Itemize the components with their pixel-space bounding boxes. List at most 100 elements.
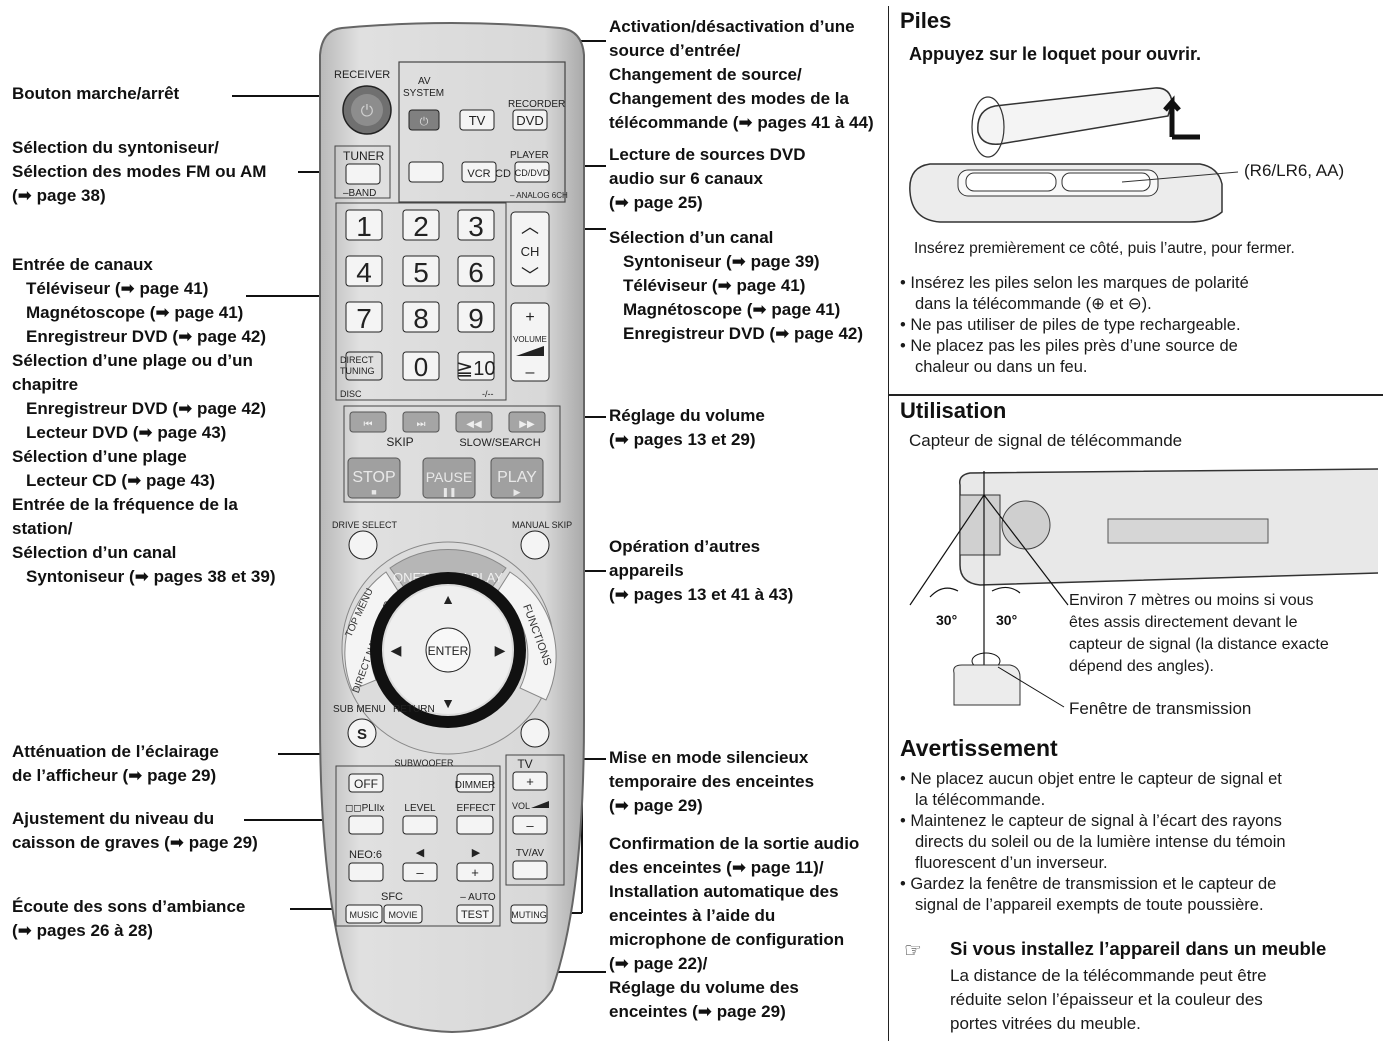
skip-back-button[interactable]: [349, 411, 387, 433]
digit-9-text: 9: [468, 303, 484, 334]
ch-text: CH: [521, 244, 540, 259]
level-button[interactable]: [402, 815, 438, 835]
muting-button[interactable]: [510, 904, 548, 924]
ge10-text: ≧10: [456, 358, 495, 380]
av-system-power-button[interactable]: [408, 109, 440, 131]
dvd-source-button[interactable]: [512, 109, 548, 131]
skip-forward-icon: ⏭: [417, 419, 426, 430]
play-button[interactable]: [490, 457, 544, 499]
blank-source-button[interactable]: [408, 161, 444, 183]
digit-8-button[interactable]: [402, 301, 440, 333]
direct-tuning-button[interactable]: [345, 351, 383, 381]
label-test: Confirmation de la sortie audio des ence…: [609, 832, 859, 1024]
label-line: Téléviseur (➡ page 41): [26, 279, 209, 298]
digit-3-button[interactable]: [457, 209, 495, 241]
digit-9-button[interactable]: [457, 301, 495, 333]
off-button[interactable]: [348, 773, 384, 793]
minus-text: –: [526, 818, 534, 833]
movie-button[interactable]: [383, 904, 423, 924]
band-text: –BAND: [343, 188, 376, 199]
test-button[interactable]: [456, 904, 494, 924]
digit-4-button[interactable]: [345, 255, 383, 287]
minus-text: –: [416, 865, 424, 880]
enter-button[interactable]: [425, 627, 471, 673]
pause-text: PAUSE: [426, 469, 472, 485]
label-line: microphone de configuration: [609, 930, 845, 949]
pl2x-text: ◻◻PLIIx: [345, 803, 384, 814]
nav-ring[interactable]: [370, 572, 526, 728]
drive-select-button[interactable]: [348, 530, 378, 560]
digit-8-text: 8: [413, 303, 429, 334]
slow-forward-button[interactable]: [508, 411, 546, 433]
return-button[interactable]: [520, 718, 550, 748]
dash-text: -/--: [482, 389, 494, 399]
dimmer-text: DIMMER: [455, 780, 496, 791]
dimmer-button[interactable]: [456, 773, 494, 793]
callout-line: [1121, 171, 1239, 183]
label-line: Changement de source/: [609, 65, 802, 84]
range-line: Environ 7 mètres ou moins si vous: [1069, 592, 1314, 609]
label-line: Enregistreur DVD (➡ page 42): [26, 399, 267, 418]
bullet-line: • Maintenez le capteur de signal à l’éca…: [900, 812, 1282, 830]
angle-line: [983, 494, 1069, 606]
digit-7-text: 7: [356, 303, 372, 334]
arrow-up-icon[interactable]: ▲: [441, 591, 455, 607]
warning-bullets: • Ne placez aucun objet entre le capteur…: [900, 769, 1380, 916]
digit-7-button[interactable]: [345, 301, 383, 333]
arrow-down-icon[interactable]: ▼: [441, 695, 455, 711]
vcr-source-button[interactable]: [461, 161, 497, 183]
battery-caption: Insérez premièrement ce côté, puis l’aut…: [914, 240, 1295, 257]
label-line: chapitre: [12, 375, 79, 394]
digit-2-button[interactable]: [402, 209, 440, 241]
skip-forward-button[interactable]: [402, 411, 440, 433]
avertissement-title: Avertissement: [900, 735, 1058, 761]
arrow-right-icon[interactable]: ▶: [495, 642, 506, 658]
label-line: Sélection du syntoniseur/: [12, 138, 219, 157]
pointing-hand-icon: ☞: [904, 940, 922, 962]
arrow-icon: [1163, 95, 1200, 140]
return-text: RETURN: [393, 704, 435, 715]
tv-vol-down-button[interactable]: [512, 815, 548, 835]
leader-line: [232, 95, 340, 97]
bullet-line: • Insérez les piles selon les marques de…: [900, 274, 1249, 292]
battery-icon: [965, 172, 1057, 192]
sub-menu-button[interactable]: [347, 718, 377, 748]
bullet-line: • Ne placez aucun objet entre le capteur…: [900, 770, 1282, 788]
level-down-button[interactable]: [402, 862, 438, 882]
cd-dvd-source-button[interactable]: [514, 161, 550, 183]
player-text: PLAYER: [510, 150, 549, 161]
label-line: audio sur 6 canaux: [609, 169, 763, 188]
digit-0-button[interactable]: [402, 351, 440, 381]
tip-title: Si vous installez l’appareil dans un meu…: [950, 938, 1327, 959]
tip-line: réduite selon l’épaisseur et la couleur …: [950, 990, 1263, 1009]
digit-4-text: 4: [356, 257, 372, 288]
digit-1-button[interactable]: [345, 209, 383, 241]
slow-back-button[interactable]: [455, 411, 493, 433]
digit-5-button[interactable]: [402, 255, 440, 287]
tv-vol-up-button[interactable]: [512, 771, 548, 791]
leader-line: [246, 295, 336, 297]
ge10-button[interactable]: [457, 351, 495, 381]
pause-button[interactable]: [422, 457, 476, 499]
label-line: Lecture de sources DVD: [609, 145, 806, 164]
tv-av-button[interactable]: [512, 860, 548, 880]
pl2x-button[interactable]: [348, 815, 384, 835]
channel-rocker[interactable]: [510, 211, 550, 287]
label-line: Sélection d’une plage ou d’un: [12, 351, 253, 370]
stop-button[interactable]: [347, 457, 401, 499]
label-line: source d’entrée/: [609, 41, 741, 60]
effect-button[interactable]: [456, 815, 494, 835]
label-channel-select: Sélection d’un canal Syntoniseur (➡ page…: [609, 226, 863, 346]
arrow-left-icon[interactable]: ◀: [391, 642, 402, 658]
rewind-icon: ◀◀: [466, 419, 482, 430]
level-up-button[interactable]: [456, 862, 494, 882]
tuner-band-button[interactable]: [345, 163, 381, 185]
digit-6-button[interactable]: [457, 255, 495, 287]
s-text: S: [357, 726, 367, 743]
neo6-button[interactable]: [348, 862, 384, 882]
music-button[interactable]: [345, 904, 383, 924]
volume-rocker[interactable]: [510, 302, 550, 382]
manual-skip-button[interactable]: [520, 530, 550, 560]
tv-source-button[interactable]: [459, 109, 495, 131]
plus-text: +: [525, 309, 534, 326]
